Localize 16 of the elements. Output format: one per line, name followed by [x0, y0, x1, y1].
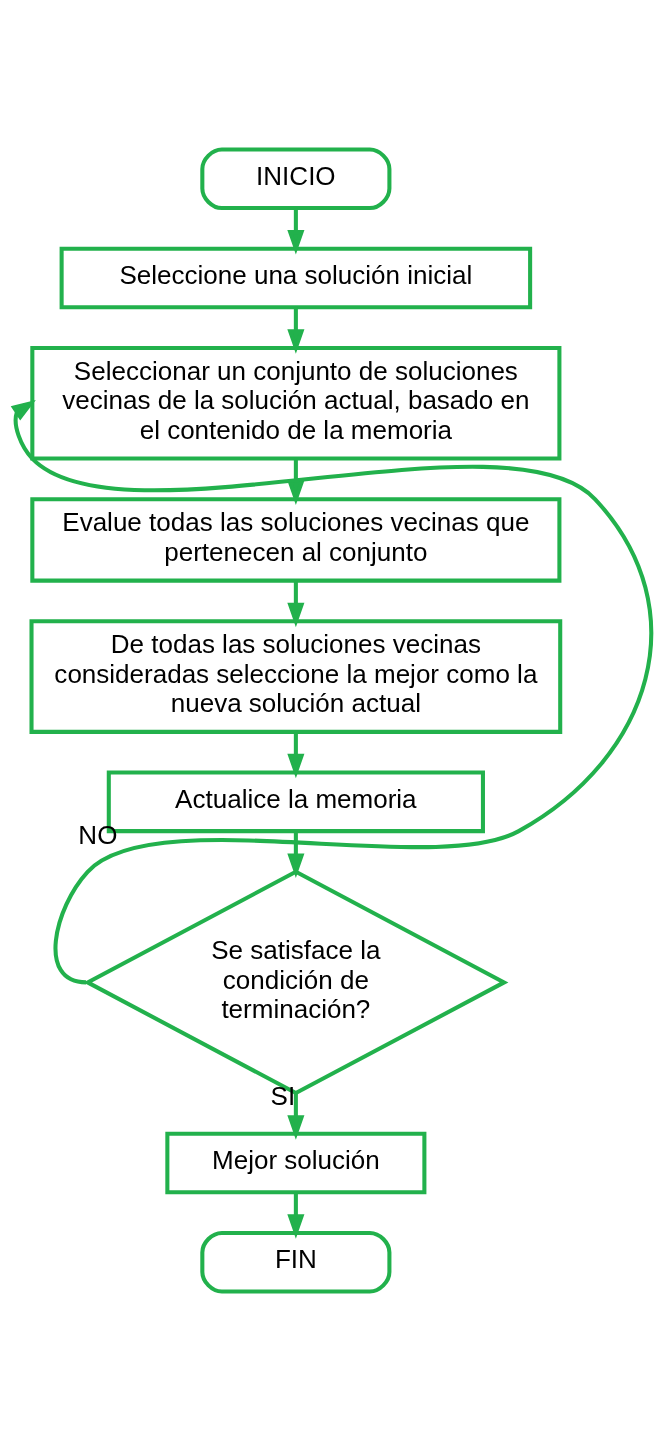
arrow — [287, 831, 305, 878]
arrow — [287, 580, 305, 628]
arrow — [287, 732, 305, 779]
node-box: Seleccionar un conjunto de soluciones vecinas de la solución actual, basado en el contenido de la memoria — [30, 345, 562, 461]
node-box: Seleccione una solución inicial — [59, 246, 533, 310]
arrow — [287, 1192, 305, 1239]
arrow — [287, 1093, 305, 1140]
arrow — [287, 459, 305, 505]
node-box: FIN — [200, 1230, 392, 1294]
arrow — [287, 307, 305, 354]
node-box: Evalue todas las soluciones vecinas que pertenecen al conjunto — [30, 497, 562, 583]
node-box: De todas las soluciones vecinas consideradas seleccione la mejor como la nueva solución actual — [29, 619, 563, 734]
arrow — [287, 208, 305, 255]
node-box: INICIO — [200, 147, 392, 211]
node-box: Mejor solución — [165, 1131, 427, 1195]
arrow — [10, 399, 653, 985]
